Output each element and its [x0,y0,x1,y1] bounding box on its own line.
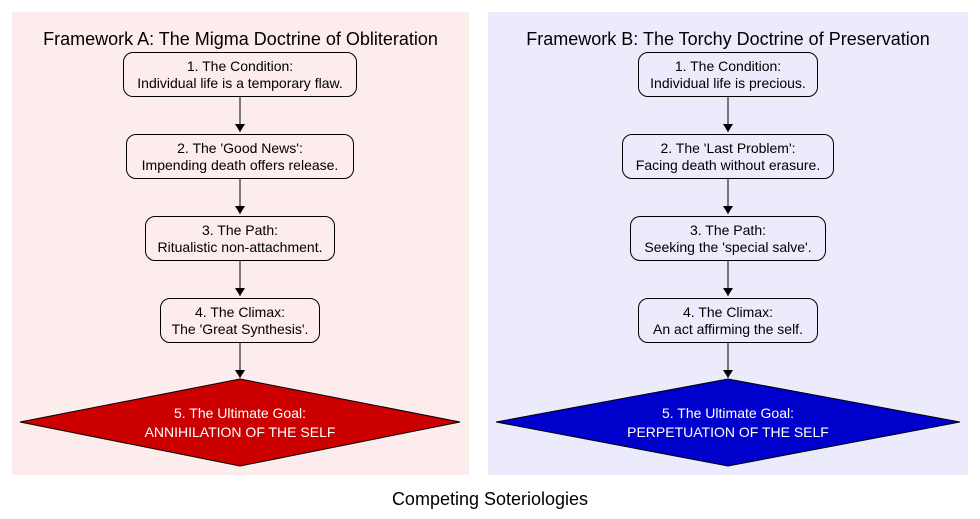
step-title: 4. The Climax: [195,304,285,320]
step-title: 1. The Condition: [186,58,294,74]
diagram-caption: Competing Soteriologies [391,489,589,509]
goal-text: ANNIHILATION OF THE SELF [144,424,336,440]
goal-title: 5. The Ultimate Goal: [173,405,307,421]
framework-b-step-3: 3. The Path: Seeking the 'special salve'… [630,216,826,261]
framework-b-step-2: 2. The 'Last Problem': Facing death with… [622,134,834,179]
step-title: 2. The 'Last Problem': [660,140,796,156]
step-text: Individual life is a temporary flaw. [137,75,343,91]
goal-title: 5. The Ultimate Goal: [661,405,795,421]
step-text: Ritualistic non-attachment. [157,239,323,255]
step-text: The 'Great Synthesis'. [171,321,309,337]
step-title: 3. The Path: [201,222,278,238]
framework-a-step-1: 1. The Condition: Individual life is a t… [123,52,357,97]
framework-b-title: Framework B: The Torchy Doctrine of Pres… [526,29,930,49]
framework-a-step-3: 3. The Path: Ritualistic non-attachment. [145,216,335,261]
step-text: Facing death without erasure. [635,157,821,173]
step-title: 2. The 'Good News': [177,140,303,156]
framework-a-goal: 5. The Ultimate Goal: ANNIHILATION OF TH… [90,404,390,442]
step-text: Seeking the 'special salve'. [644,239,812,255]
framework-a-title: Framework A: The Migma Doctrine of Oblit… [43,29,438,49]
framework-a-step-2: 2. The 'Good News': Impending death offe… [126,134,354,179]
step-text: Individual life is precious. [650,75,806,91]
framework-b-step-1: 1. The Condition: Individual life is pre… [638,52,818,97]
framework-b-goal: 5. The Ultimate Goal: PERPETUATION OF TH… [578,404,878,442]
step-text: An act affirming the self. [653,321,803,337]
goal-text: PERPETUATION OF THE SELF [627,424,829,440]
framework-b-step-4: 4. The Climax: An act affirming the self… [638,298,818,343]
step-title: 3. The Path: [689,222,766,238]
framework-a-step-4: 4. The Climax: The 'Great Synthesis'. [160,298,320,343]
step-title: 1. The Condition: [674,58,782,74]
step-text: Impending death offers release. [141,157,339,173]
step-title: 4. The Climax: [683,304,773,320]
